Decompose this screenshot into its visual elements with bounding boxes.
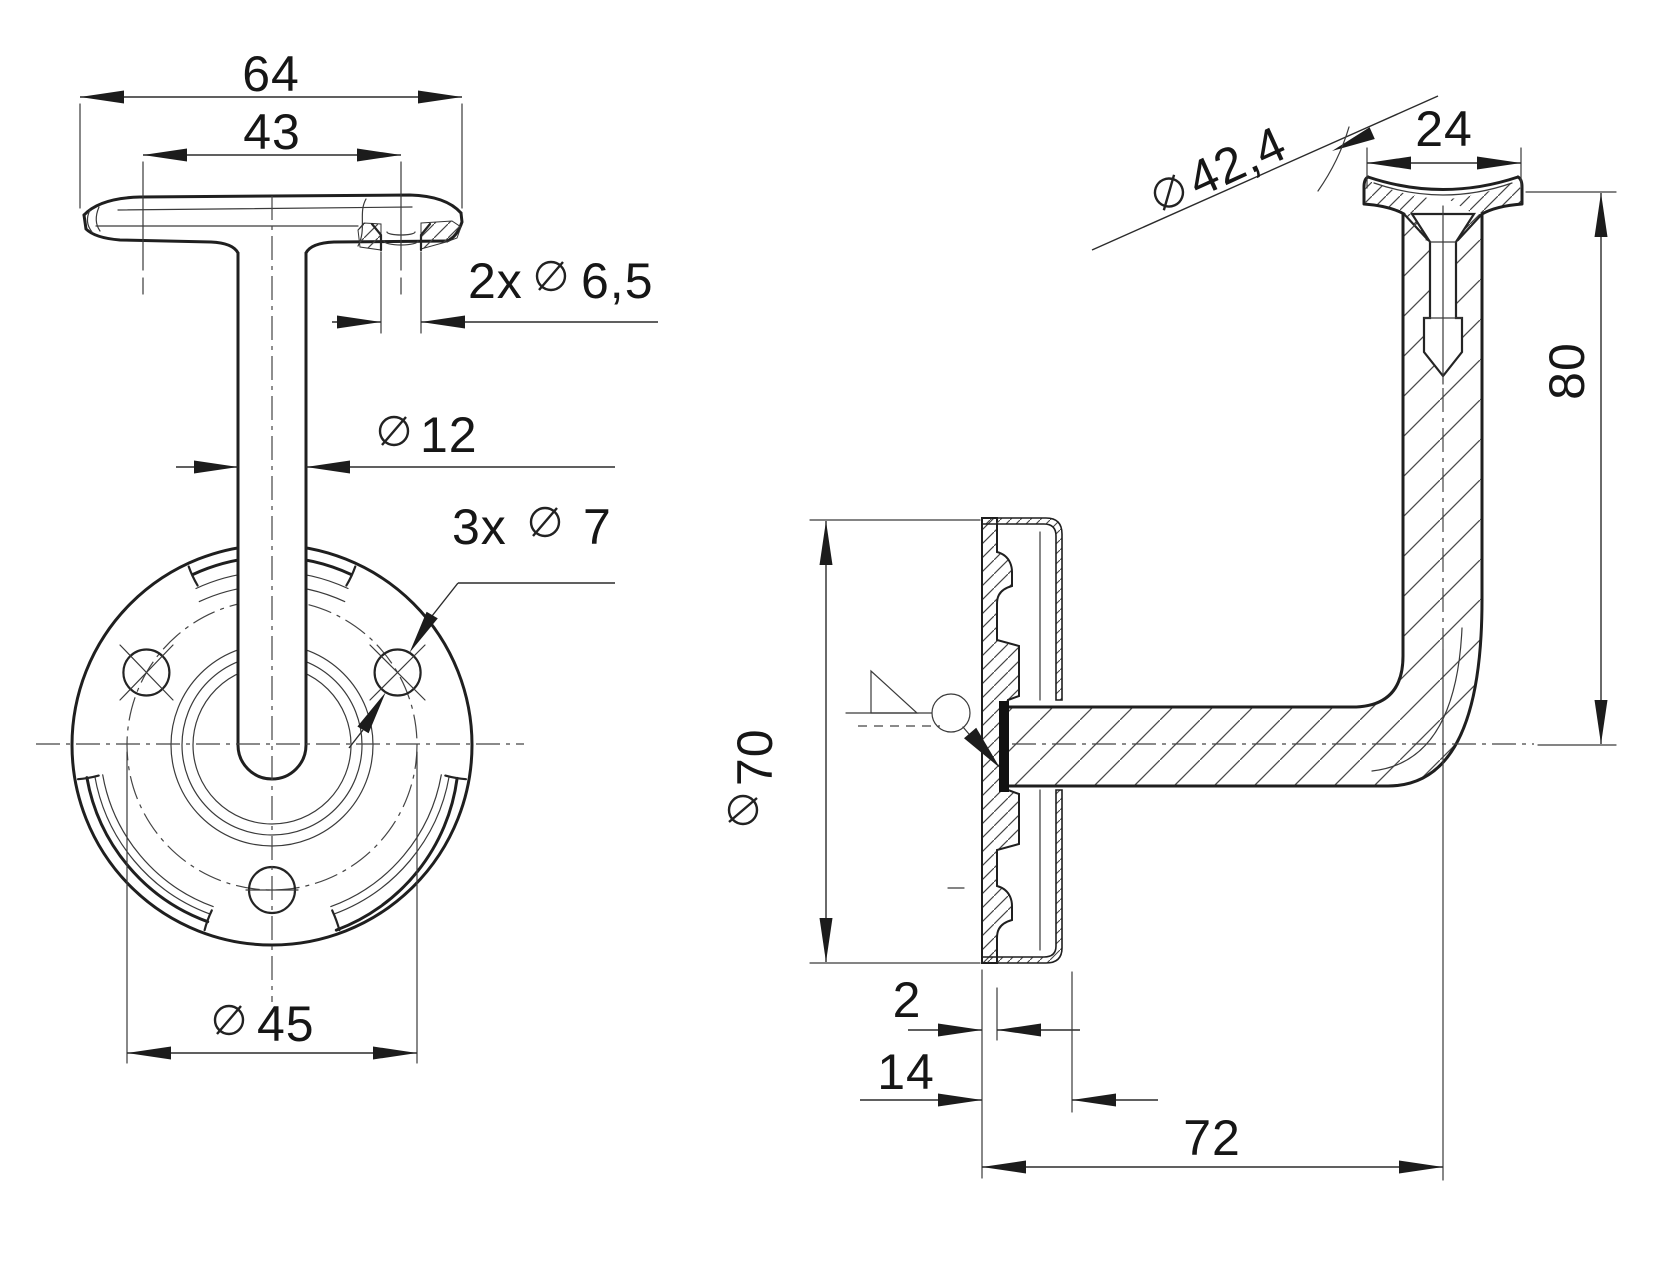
fillet-weld-triangle-icon <box>870 669 919 714</box>
saddle-hatch-left <box>1364 180 1438 213</box>
bolt-hole-upper-left <box>122 648 171 697</box>
saddle-right-profile <box>1480 175 1524 216</box>
dimension-outer-width: 64 <box>79 46 463 209</box>
dimension-plate-depth: 14 <box>860 971 1158 1113</box>
rim-slot-bottom-left <box>76 774 214 932</box>
countersink-right-edge <box>419 222 432 252</box>
dim-label-plate-holes-prefix: 3x <box>452 499 507 555</box>
weld-all-around-circle-icon <box>931 693 971 733</box>
cap-shell-bottom <box>981 789 1063 964</box>
dim-label-hole-spacing: 43 <box>243 104 301 160</box>
cap-shell-top <box>981 517 1063 701</box>
dim-label-reach: 72 <box>1183 1110 1241 1166</box>
arm-outer-edge <box>1005 213 1484 788</box>
dimension-hole-spacing: 43 <box>142 104 402 295</box>
dimension-height: 80 <box>1525 191 1617 746</box>
dimension-reach: 72 <box>982 1110 1443 1174</box>
dimension-stem-diameter: 12 <box>176 407 615 474</box>
dim-label-plate-depth: 14 <box>877 1044 935 1100</box>
countersink-left-edge <box>370 222 383 252</box>
arm-inner-edge <box>1005 213 1405 709</box>
dim-label-bolt-circle: 45 <box>257 996 315 1052</box>
dim-label-outer-width: 64 <box>242 46 300 102</box>
saddle-left-lip-2 <box>95 206 101 232</box>
dim-label-stem-dia: 12 <box>420 407 478 463</box>
saddle-left-lip-1 <box>86 209 93 233</box>
saddle-bottom-right <box>304 239 449 255</box>
countersunk-screw <box>1409 205 1477 385</box>
saddle-seat-inner <box>1373 182 1513 196</box>
saddle-hatch-right <box>1448 180 1522 213</box>
arm-bend-silhouette <box>1371 627 1463 772</box>
dimension-plate-holes: 3x 7 <box>348 499 615 749</box>
weld-bead <box>999 701 1009 792</box>
dim-label-rim-gap: 2 <box>893 972 922 1028</box>
saddle-section-breakout <box>357 198 462 252</box>
saddle-bottom-left <box>82 213 240 255</box>
weld-leader-arrow <box>964 727 1000 768</box>
saddle-side <box>1362 175 1524 242</box>
dim-label-plate-holes-dia: 7 <box>583 499 612 555</box>
saddle-and-stem-front <box>82 193 464 781</box>
bolt-hole-upper-right <box>373 648 422 697</box>
section-hatch-left <box>357 222 382 251</box>
dimension-saddle-width: 24 <box>1366 101 1522 189</box>
saddle-top-edge <box>82 193 463 217</box>
dimension-top-holes: 2x 6,5 <box>332 251 658 334</box>
weld-symbol <box>845 669 1000 768</box>
flange-bolt-holes <box>119 644 426 915</box>
saddle-stem-fill <box>84 195 462 745</box>
dim-label-height: 80 <box>1539 342 1595 400</box>
dimension-bolt-circle: 45 <box>126 751 418 1064</box>
screw-outline <box>1409 212 1477 378</box>
saddle-left-profile <box>1362 175 1406 216</box>
rim-slot-bottom-right <box>330 774 468 932</box>
saddle-seat-curve <box>1366 175 1520 191</box>
dimension-rim-gap: 2 <box>893 969 1080 1179</box>
front-view <box>36 193 524 1002</box>
dim-label-top-holes-dia: 6,5 <box>581 253 654 309</box>
dimension-plate-diameter: 70 <box>727 519 981 964</box>
side-view <box>947 175 1534 1181</box>
wall-plate-section <box>947 517 1063 964</box>
dim-label-plate-dia: 70 <box>727 728 783 786</box>
dim-label-saddle-width: 24 <box>1415 101 1473 157</box>
dim-label-top-holes-prefix: 2x <box>468 253 523 309</box>
